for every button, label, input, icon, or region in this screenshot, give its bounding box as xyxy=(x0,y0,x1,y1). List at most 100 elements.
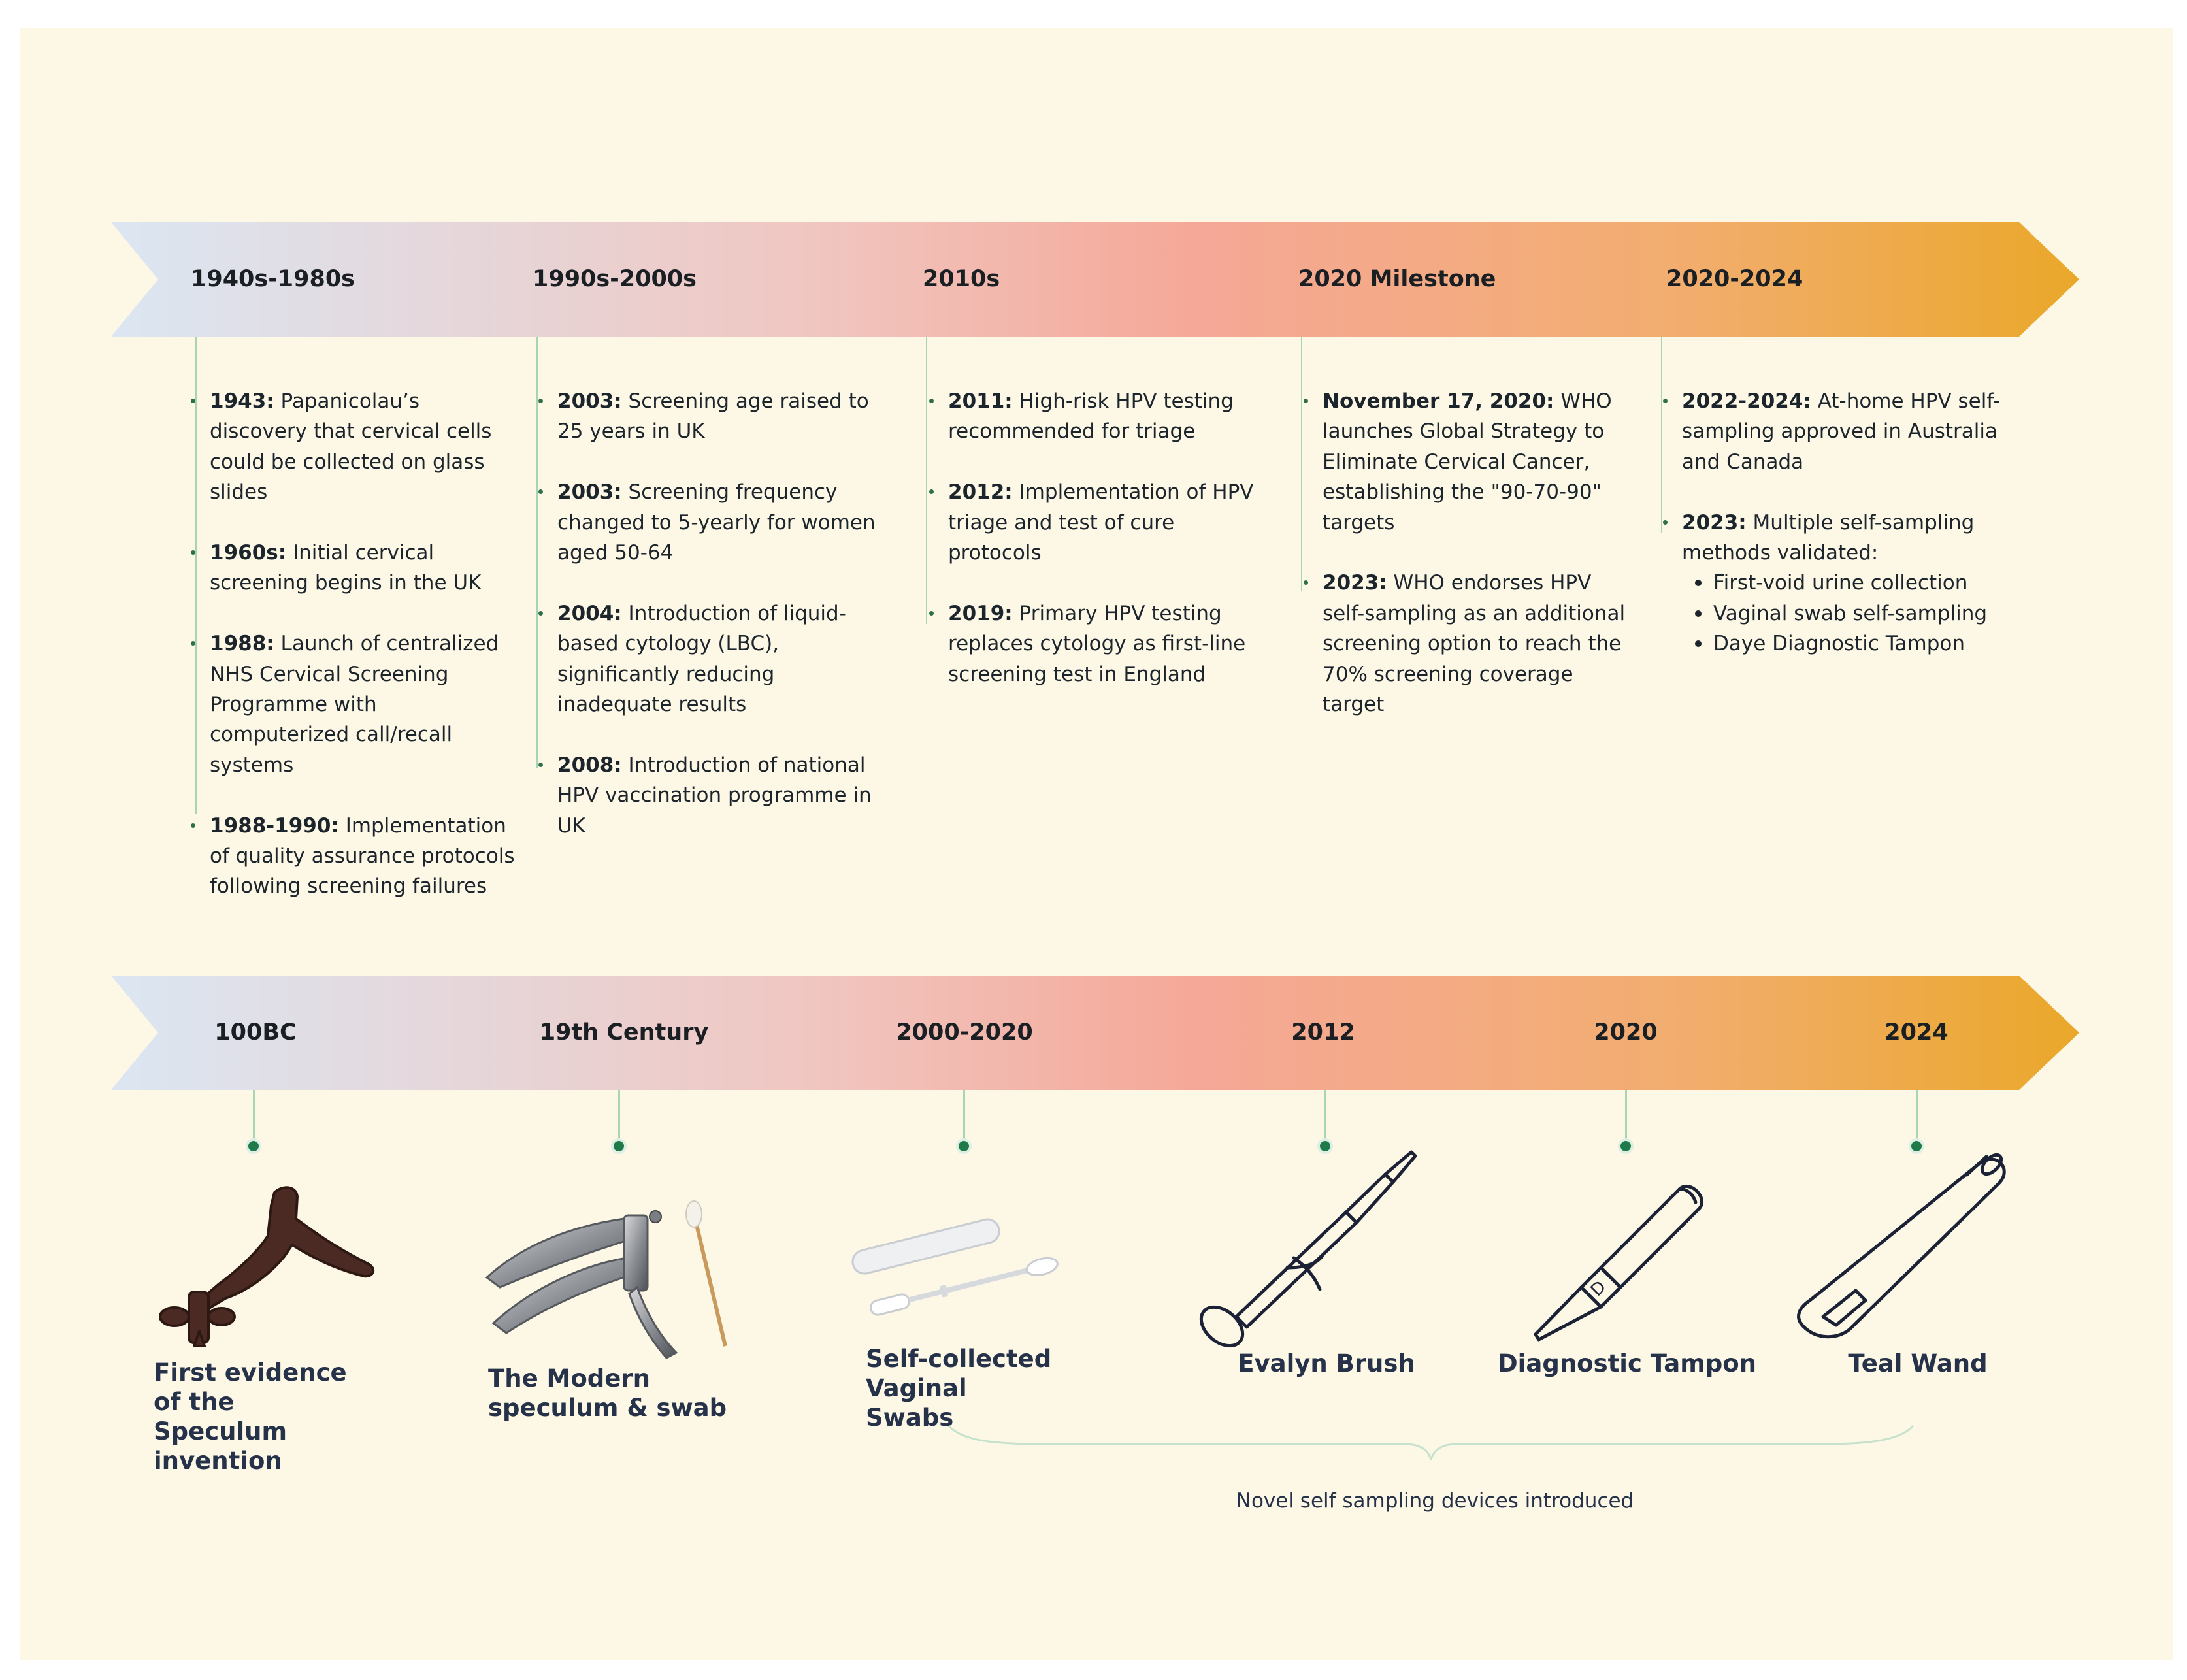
brace-caption: Novel self sampling devices introduced xyxy=(1236,1489,1634,1513)
era-label-2020-2024: 2020-2024 xyxy=(1666,266,1803,292)
milestone-year-2000-2020: 2000-2020 xyxy=(896,1019,1033,1046)
event-text: Screening frequency changed to 5-yearly … xyxy=(557,480,876,565)
event-year: 2003: xyxy=(557,389,622,413)
era-label-1940s-1980s: 1940s-1980s xyxy=(191,266,355,292)
device-label: Diagnostic Tampon xyxy=(1497,1349,1757,1377)
event-item: 1960s: Initial cervical screening begins… xyxy=(191,538,517,599)
event-text: Initial cervical screening begins in the… xyxy=(210,541,482,595)
event-item: 2011: High-risk HPV testing recommended … xyxy=(929,386,1255,447)
top-timeline-arrow xyxy=(111,222,2079,337)
milestone-dot xyxy=(959,1141,969,1151)
bottom-timeline-arrow xyxy=(111,976,2079,1090)
event-year: November 17, 2020: xyxy=(1323,389,1554,413)
event-year: 2011: xyxy=(948,389,1013,413)
era-connector-line xyxy=(1661,337,1662,533)
device-label: Evalyn Brush xyxy=(1238,1349,1415,1377)
modern-speculum-icon xyxy=(480,1189,742,1366)
event-text: At-home HPV self-sampling approved in Au… xyxy=(1682,389,2000,474)
bottom-timeline-band: 100BC 19th Century 2000-2020 2012 2020 2… xyxy=(111,976,2079,1090)
event-item: 2023: WHO endorses HPV self-sampling as … xyxy=(1304,568,1636,719)
event-text: Introduction of liquid-based cytology (L… xyxy=(557,601,846,717)
list-item: Daye Diagnostic Tampon xyxy=(1682,629,2009,659)
event-text: Screening age raised to 25 years in UK xyxy=(557,389,869,444)
event-item: 1988-1990: Implementation of quality ass… xyxy=(191,811,517,902)
milestone-year-100bc: 100BC xyxy=(214,1019,297,1046)
list-item: Vaginal swab self-sampling xyxy=(1682,599,2009,629)
event-item: 2023: Multiple self-sampling methods val… xyxy=(1663,508,2009,659)
evalyn-brush-icon xyxy=(1189,1140,1424,1356)
era-events-1940s-1980s: 1943: Papanicolau’s discovery that cervi… xyxy=(191,386,517,932)
event-item: November 17, 2020: WHO launches Global S… xyxy=(1304,386,1636,538)
diagnostic-tampon-icon: D xyxy=(1522,1157,1718,1353)
event-text: Multiple self-sampling methods validated… xyxy=(1682,510,1975,565)
era-connector-line xyxy=(926,337,927,624)
teal-wand-icon xyxy=(1790,1144,2026,1353)
milestone-dot xyxy=(1320,1141,1330,1151)
milestone-year-2020: 2020 xyxy=(1594,1019,1658,1046)
milestone-stem xyxy=(618,1090,620,1147)
event-year: 2023: xyxy=(1323,571,1387,595)
ancient-speculum-icon xyxy=(134,1179,382,1349)
event-year: 1943: xyxy=(210,389,274,413)
event-year: 2019: xyxy=(948,601,1013,625)
event-year: 2004: xyxy=(557,601,622,625)
milestone-year-2012: 2012 xyxy=(1291,1019,1355,1046)
event-text: Introduction of national HPV vaccination… xyxy=(557,753,872,838)
vaginal-swab-icon xyxy=(843,1202,1065,1326)
self-sampling-brace xyxy=(947,1425,1915,1460)
event-item: 2004: Introduction of liquid-based cytol… xyxy=(538,599,878,720)
device-label: The Modern speculum & swab xyxy=(488,1364,727,1422)
event-item: 2012: Implementation of HPV triage and t… xyxy=(929,477,1255,568)
device-label: First evidence of the Speculum invention xyxy=(154,1359,347,1475)
event-text: Papanicolau’s discovery that cervical ce… xyxy=(210,389,492,504)
event-year: 2023: xyxy=(1682,510,1747,535)
event-year: 2012: xyxy=(948,480,1013,504)
event-text: Implementation of quality assurance prot… xyxy=(210,814,515,898)
era-connector-line xyxy=(1301,337,1302,591)
era-label-2020-milestone: 2020 Milestone xyxy=(1298,266,1496,292)
validated-methods-list: First-void urine collection Vaginal swab… xyxy=(1682,568,2009,659)
era-label-2010s: 2010s xyxy=(923,266,1000,292)
milestone-stem xyxy=(253,1090,255,1147)
event-item: 2019: Primary HPV testing replaces cytol… xyxy=(929,599,1255,689)
event-text: Implementation of HPV triage and test of… xyxy=(948,480,1254,565)
event-year: 1988: xyxy=(210,632,274,656)
event-text: WHO endorses HPV self-sampling as an add… xyxy=(1323,571,1626,717)
event-text: Launch of centralized NHS Cervical Scree… xyxy=(210,632,499,777)
event-item: 2022-2024: At-home HPV self-sampling app… xyxy=(1663,386,2009,477)
milestone-stem xyxy=(963,1090,965,1147)
milestone-dot xyxy=(1911,1141,1922,1151)
milestone-stem xyxy=(1625,1090,1627,1147)
milestone-dot xyxy=(614,1141,624,1151)
event-text: High-risk HPV testing recommended for tr… xyxy=(948,389,1234,444)
milestone-year-2024: 2024 xyxy=(1884,1019,1949,1046)
milestone-stem xyxy=(1324,1090,1326,1147)
milestone-year-19th-century: 19th Century xyxy=(539,1019,709,1046)
era-events-2010s: 2011: High-risk HPV testing recommended … xyxy=(929,386,1255,719)
event-text: WHO launches Global Strategy to Eliminat… xyxy=(1323,389,1612,535)
event-item: 1943: Papanicolau’s discovery that cervi… xyxy=(191,386,517,508)
event-item: 2008: Introduction of national HPV vacci… xyxy=(538,750,878,841)
era-connector-line xyxy=(195,337,197,814)
era-events-2020-2024: 2022-2024: At-home HPV self-sampling app… xyxy=(1663,386,2009,689)
top-timeline-band: 1940s-1980s 1990s-2000s 2010s 2020 Miles… xyxy=(111,222,2079,337)
era-connector-line xyxy=(536,337,538,768)
event-year: 2003: xyxy=(557,480,622,504)
era-events-2020-milestone: November 17, 2020: WHO launches Global S… xyxy=(1304,386,1636,750)
event-text: Primary HPV testing replaces cytology as… xyxy=(948,601,1246,686)
event-year: 2022-2024: xyxy=(1682,389,1811,413)
era-label-1990s-2000s: 1990s-2000s xyxy=(533,266,697,292)
event-year: 1960s: xyxy=(210,541,287,565)
list-item: First-void urine collection xyxy=(1682,568,2009,598)
milestone-dot xyxy=(248,1141,259,1151)
era-events-1990s-2000s: 2003: Screening age raised to 25 years i… xyxy=(538,386,878,871)
device-label: Self-collected Vaginal Swabs xyxy=(866,1345,1052,1432)
milestone-stem xyxy=(1916,1090,1918,1147)
event-item: 2003: Screening frequency changed to 5-y… xyxy=(538,477,878,568)
event-year: 2008: xyxy=(557,753,622,777)
milestone-dot xyxy=(1620,1141,1631,1151)
event-year: 1988-1990: xyxy=(210,814,339,838)
device-label: Teal Wand xyxy=(1848,1349,1988,1377)
event-item: 1988: Launch of centralized NHS Cervical… xyxy=(191,629,517,780)
event-item: 2003: Screening age raised to 25 years i… xyxy=(538,386,878,447)
